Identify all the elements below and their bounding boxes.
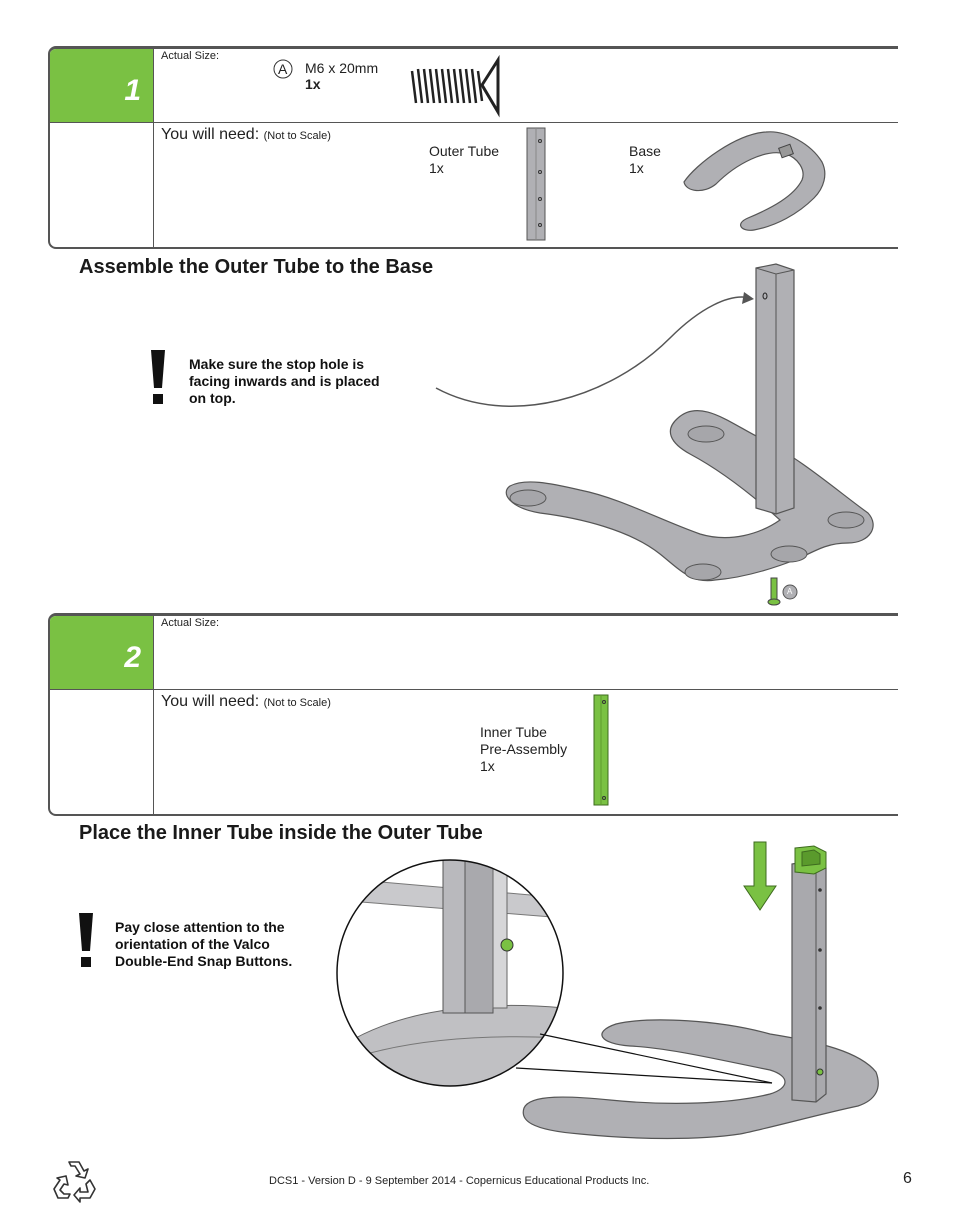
step2-number: 2 <box>124 641 141 674</box>
step2-assembly-illustration <box>522 841 879 1140</box>
warning-exclamation-icon <box>151 350 165 404</box>
step1-warning-line-3: on top. <box>189 390 236 406</box>
page-number: 6 <box>903 1170 912 1187</box>
step1-not-to-scale: (Not to Scale) <box>263 130 331 142</box>
base-icon <box>683 131 826 231</box>
step1-number-badge: 1 <box>50 49 153 122</box>
inner-tube-label-line-2: Pre-Assembly <box>480 741 568 757</box>
step1-you-will-need-label: You will need: <box>161 126 260 143</box>
step2-warning-line-1: Pay close attention to the <box>115 919 285 935</box>
part-a-qty: 1x <box>305 76 321 92</box>
step2-divider-horizontal <box>50 689 898 690</box>
part-a-letter: A <box>278 61 288 77</box>
step1-warning-text: Make sure the stop hole is facing inward… <box>189 356 380 407</box>
screw-icon <box>410 54 500 118</box>
step2-not-to-scale: (Not to Scale) <box>263 697 331 709</box>
step1-warning-line-1: Make sure the stop hole is <box>189 356 365 372</box>
step2-you-will-need-label: You will need: <box>161 693 260 710</box>
outer-tube-icon <box>526 127 546 241</box>
inner-tube-icon <box>593 694 609 806</box>
step2-divider-vertical <box>153 616 154 814</box>
step2-actual-size-label: Actual Size: <box>161 617 220 629</box>
step2-number-badge: 2 <box>50 616 153 689</box>
step1-heading: Assemble the Outer Tube to the Base <box>79 256 434 278</box>
recycle-icon <box>53 1161 96 1203</box>
inner-tube-qty: 1x <box>480 758 495 774</box>
part-a-name: M6 x 20mm <box>305 60 379 76</box>
step2-heading: Place the Inner Tube inside the Outer Tu… <box>79 822 483 844</box>
outer-tube-label: Outer Tube <box>429 143 500 159</box>
snap-button-detail-magnifier <box>336 859 564 1087</box>
step1-actual-size-label: Actual Size: <box>161 50 220 62</box>
warning-exclamation-icon-2 <box>79 913 93 967</box>
step1-number: 1 <box>124 74 141 107</box>
step1-parts-box: 1 <box>48 46 898 249</box>
step2-warning-line-2: orientation of the Valco <box>115 936 270 952</box>
step1-you-will-need: You will need: (Not to Scale) <box>161 126 331 144</box>
part-a-letter-circle <box>273 59 293 79</box>
step2-warning-line-3: Double-End Snap Buttons. <box>115 953 293 969</box>
step2-you-will-need: You will need: (Not to Scale) <box>161 693 331 711</box>
footer-text: DCS1 - Version D - 9 September 2014 - Co… <box>269 1175 650 1187</box>
base-qty: 1x <box>629 160 644 176</box>
step1-divider-vertical <box>153 49 154 247</box>
step2-parts-box: 2 <box>48 613 898 816</box>
step2-warning-text: Pay close attention to the orientation o… <box>115 919 292 970</box>
callout-a-letter: A <box>787 587 793 596</box>
outer-tube-qty: 1x <box>429 160 444 176</box>
base-label: Base <box>629 143 661 159</box>
step1-assembly-illustration <box>435 263 874 606</box>
step1-divider-horizontal <box>50 122 898 123</box>
step1-warning-line-2: facing inwards and is placed <box>189 373 380 389</box>
magnifier-pointer-lines <box>515 1033 773 1084</box>
inner-tube-label-line-1: Inner Tube <box>480 724 547 740</box>
